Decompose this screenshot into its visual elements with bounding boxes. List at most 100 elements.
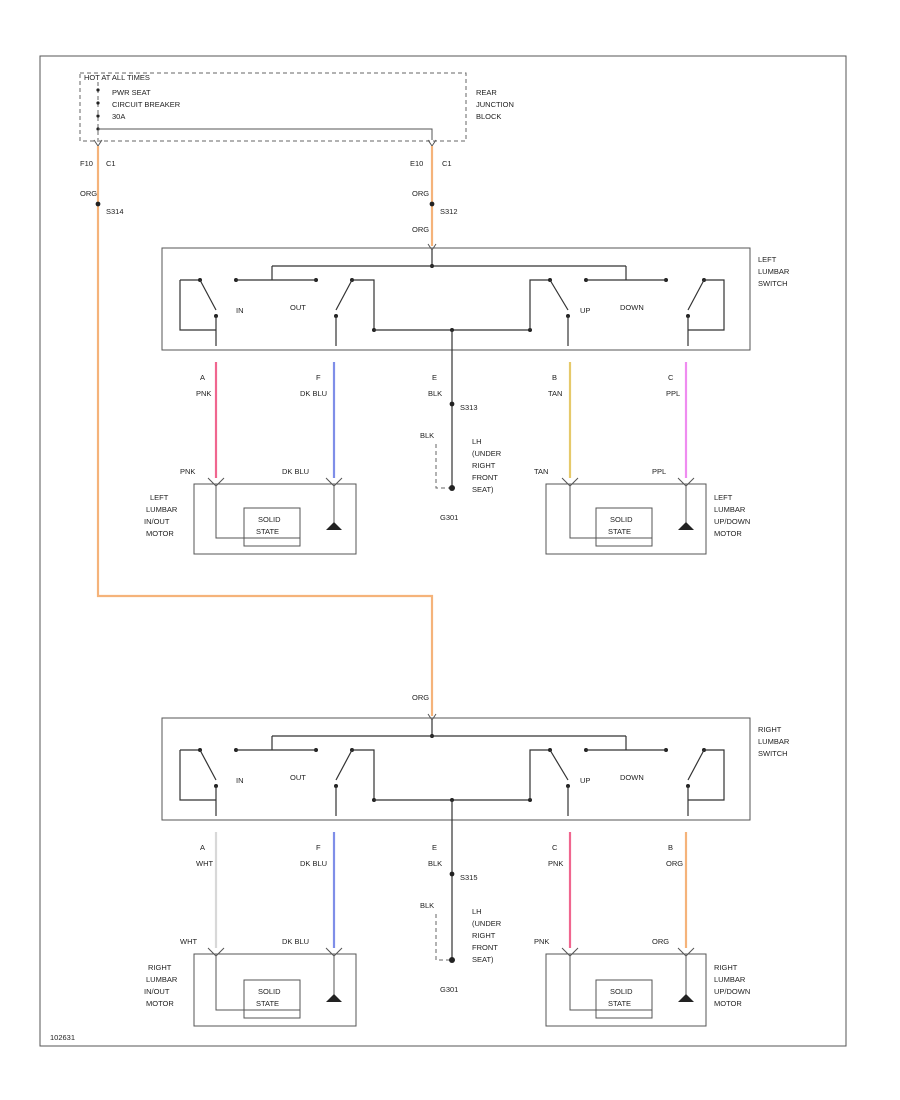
left-splice-label: S314 [106, 207, 124, 216]
right-ground-splice: S315 [460, 873, 478, 882]
right-inout-motor-symbol [326, 994, 342, 1002]
right-pin-f-color: DK BLU [300, 859, 327, 868]
breaker-line1: PWR SEAT [112, 88, 151, 97]
right-feed-label: ORG [412, 693, 429, 702]
right-inout-name3: IN/OUT [144, 987, 170, 996]
left-switch-out: OUT [290, 303, 306, 312]
left-ground-loc3: RIGHT [472, 461, 496, 470]
junction-left-pin: F10 [80, 159, 93, 168]
left-inout-name2: LUMBAR [146, 505, 178, 514]
right-updown-wire-b: ORG [652, 937, 669, 946]
right-switch-name1: RIGHT [758, 725, 782, 734]
left-updown-name2: LUMBAR [714, 505, 746, 514]
splice-s315 [449, 871, 455, 877]
right-ground-id: G301 [440, 985, 458, 994]
right-inout-solid1: SOLID [258, 987, 281, 996]
right-ground-branch [435, 914, 452, 961]
right-inout-wire-b: DK BLU [282, 937, 309, 946]
breaker-line3: 30A [112, 112, 125, 121]
right-ground-loc3: RIGHT [472, 931, 496, 940]
right-switch-out: OUT [290, 773, 306, 782]
junction-left-conn: C1 [106, 159, 116, 168]
right-pin-c: C [552, 843, 558, 852]
left-pin-b-color: TAN [548, 389, 562, 398]
left-switch-in: IN [236, 306, 244, 315]
breaker-line2: CIRCUIT BREAKER [112, 100, 181, 109]
left-ground-splice: S313 [460, 403, 478, 412]
right-lumbar-switch: IN OUT UP DOWN RIGHT LUMBAR SWITCH [161, 713, 790, 821]
left-ground-point [449, 485, 455, 491]
left-pin-a-color: PNK [196, 389, 211, 398]
right-switch-down: DOWN [620, 773, 644, 782]
right-updown-wire-a: PNK [534, 937, 549, 946]
left-pin-c: C [668, 373, 674, 382]
right-ground-loc1: LH [472, 907, 482, 916]
left-switch-up: UP [580, 306, 590, 315]
right-ground-loc5: SEAT) [472, 955, 494, 964]
right-updown-solid2: STATE [608, 999, 631, 1008]
junction-right-terminal [427, 139, 437, 147]
right-ground-loc2: (UNDER [472, 919, 502, 928]
left-feed-wire-label: ORG [80, 189, 97, 198]
left-updown-motor: SOLID STATE [545, 477, 707, 555]
left-pin-a: A [200, 373, 205, 382]
left-ground-loc5: SEAT) [472, 485, 494, 494]
left-pin-b: B [552, 373, 557, 382]
right-ground-loc4: FRONT [472, 943, 498, 952]
left-inout-name3: IN/OUT [144, 517, 170, 526]
left-pin-e-color: BLK [428, 389, 442, 398]
left-inout-motor: SOLID STATE [193, 477, 357, 555]
junction-label-line2: JUNCTION [476, 100, 514, 109]
left-ground-id: G301 [440, 513, 458, 522]
right-feed-wire2-label: ORG [412, 225, 429, 234]
junction-block-outline [79, 72, 467, 142]
right-updown-motor-symbol [678, 994, 694, 1002]
left-updown-solid1: SOLID [610, 515, 633, 524]
left-pin-f-color: DK BLU [300, 389, 327, 398]
right-updown-name2: LUMBAR [714, 975, 746, 984]
right-switch-up: UP [580, 776, 590, 785]
right-updown-name1: RIGHT [714, 963, 738, 972]
right-updown-solid-state [595, 979, 653, 1019]
left-inout-solid2: STATE [256, 527, 279, 536]
right-inout-name4: MOTOR [146, 999, 174, 1008]
left-ground-loc2: (UNDER [472, 449, 502, 458]
right-switch-name2: LUMBAR [758, 737, 790, 746]
right-updown-name3: UP/DOWN [714, 987, 750, 996]
right-ground-point [449, 957, 455, 963]
left-updown-wire-a: TAN [534, 467, 548, 476]
left-pin-e: E [432, 373, 437, 382]
right-switch-name3: SWITCH [758, 749, 788, 758]
left-inout-wire-b: DK BLU [282, 467, 309, 476]
diagram-id: 102631 [50, 1033, 75, 1042]
left-updown-name3: UP/DOWN [714, 517, 750, 526]
left-inout-wire-a: PNK [180, 467, 195, 476]
left-updown-wire-b: PPL [652, 467, 666, 476]
left-inout-name1: LEFT [150, 493, 169, 502]
right-pin-a-color: WHT [196, 859, 213, 868]
right-updown-solid1: SOLID [610, 987, 633, 996]
left-pin-f: F [316, 373, 321, 382]
right-ground-wire: BLK [420, 901, 434, 910]
right-pin-a: A [200, 843, 205, 852]
wire-org-feed-right-switch [96, 146, 434, 716]
right-pin-b: B [668, 843, 673, 852]
right-splice-label: S312 [440, 207, 458, 216]
right-pin-f: F [316, 843, 321, 852]
right-inout-solid2: STATE [256, 999, 279, 1008]
right-inout-name2: LUMBAR [146, 975, 178, 984]
left-ground-branch [435, 444, 452, 489]
left-ground-loc4: FRONT [472, 473, 498, 482]
right-inout-motor: SOLID STATE [193, 947, 357, 1027]
left-switch-name1: LEFT [758, 255, 777, 264]
breaker-bus [98, 128, 433, 140]
right-pin-e: E [432, 843, 437, 852]
junction-right-pin: E10 [410, 159, 423, 168]
right-pin-b-color: ORG [666, 859, 683, 868]
right-inout-solid-state [243, 979, 301, 1019]
junction-label-line3: BLOCK [476, 112, 501, 121]
right-inout-wire-a: WHT [180, 937, 197, 946]
splice-s312 [429, 201, 435, 207]
left-updown-solid2: STATE [608, 527, 631, 536]
